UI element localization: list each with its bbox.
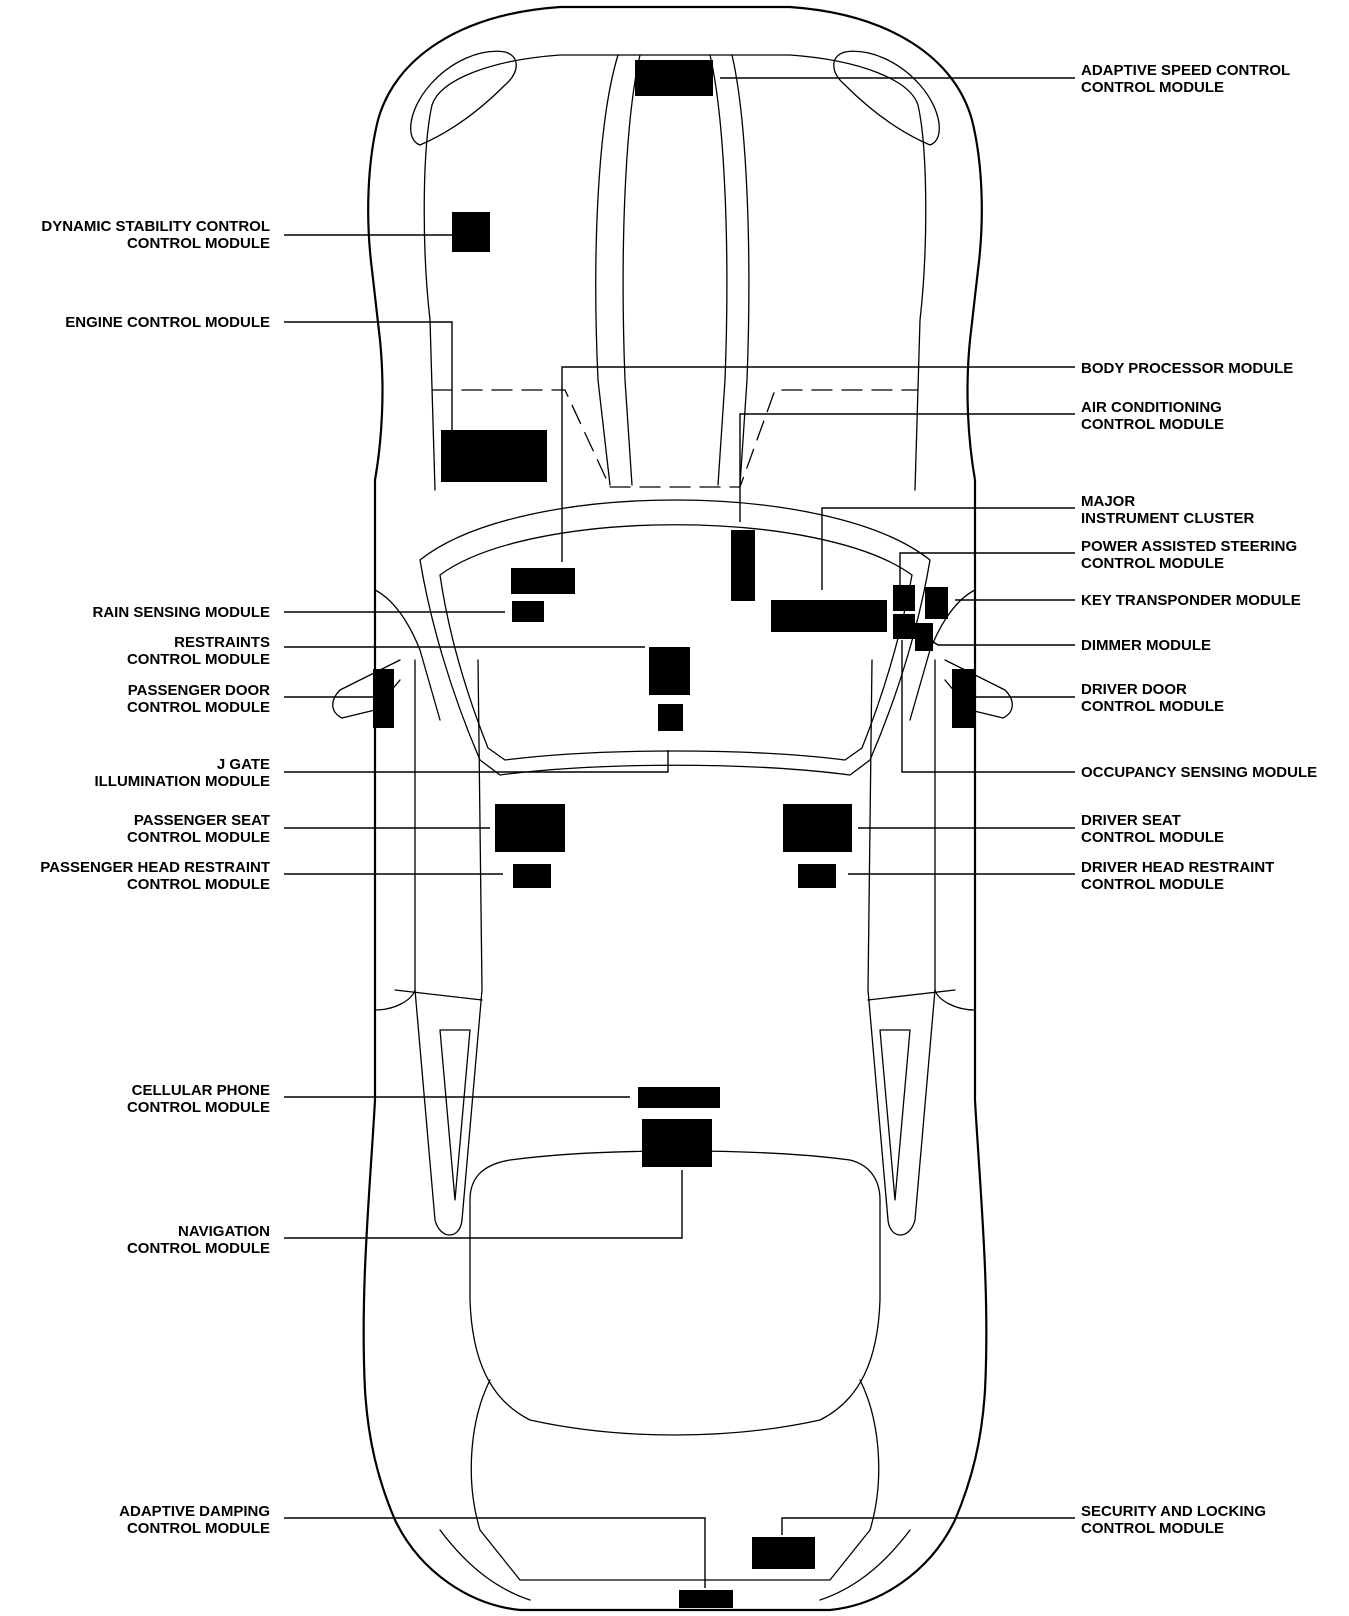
module-driver-door bbox=[952, 669, 974, 728]
module-dimmer bbox=[915, 623, 933, 651]
module-adaptive-speed bbox=[635, 60, 713, 96]
left-headlamp bbox=[410, 50, 517, 146]
module-passenger-door bbox=[373, 669, 394, 728]
label-occupancy-sensing: OCCUPANCY SENSING MODULE bbox=[1081, 764, 1318, 781]
module-cellular-phone bbox=[638, 1087, 720, 1108]
engine-bay-dashed bbox=[431, 389, 919, 488]
module-rain-sensing bbox=[512, 601, 544, 622]
leader-occupancy-sensing bbox=[901, 640, 1075, 773]
module-driver-head-restraint bbox=[798, 864, 836, 888]
module-dynamic-stability bbox=[452, 212, 490, 252]
car-body-outline bbox=[362, 5, 988, 1612]
leader-adaptive-damping bbox=[284, 1517, 706, 1588]
windscreen-outer bbox=[419, 499, 931, 776]
module-security-locking bbox=[752, 1537, 815, 1569]
label-key-transponder: KEY TRANSPONDER MODULE bbox=[1081, 592, 1301, 609]
windscreen-inner bbox=[439, 524, 913, 761]
module-power-steering bbox=[893, 585, 915, 611]
leader-navigation bbox=[284, 1170, 683, 1239]
module-driver-seat bbox=[783, 804, 852, 852]
leader-power-steering bbox=[899, 552, 1075, 585]
module-restraints bbox=[649, 647, 690, 695]
boot-lid bbox=[470, 1379, 880, 1581]
rear-window bbox=[469, 1150, 881, 1436]
label-dimmer: DIMMER MODULE bbox=[1081, 637, 1211, 654]
module-instrument-cluster bbox=[771, 600, 887, 632]
module-body-processor bbox=[511, 568, 575, 594]
leader-air-conditioning bbox=[739, 413, 1075, 522]
module-passenger-seat bbox=[495, 804, 565, 852]
leader-engine-control bbox=[284, 321, 453, 430]
leader-body-processor bbox=[561, 366, 1075, 562]
passenger-mirror bbox=[332, 659, 401, 719]
leader-instrument-cluster bbox=[821, 507, 1075, 590]
module-passenger-head-restraint bbox=[513, 864, 551, 888]
leader-j-gate bbox=[284, 750, 669, 773]
module-engine-control bbox=[441, 430, 547, 482]
driver-mirror bbox=[944, 659, 1013, 719]
label-rain-sensing: RAIN SENSING MODULE bbox=[92, 604, 270, 621]
label-body-processor: BODY PROCESSOR MODULE bbox=[1081, 360, 1294, 377]
module-key-transponder bbox=[925, 587, 948, 619]
module-occupancy-sensing bbox=[893, 614, 915, 639]
module-j-gate bbox=[658, 704, 683, 731]
module-navigation bbox=[642, 1119, 712, 1167]
module-air-conditioning bbox=[731, 530, 755, 601]
bonnet-outline bbox=[431, 54, 927, 491]
label-engine-control: ENGINE CONTROL MODULE bbox=[65, 314, 270, 331]
leader-dimmer bbox=[929, 639, 1075, 646]
right-headlamp bbox=[833, 50, 940, 146]
module-adaptive-damping bbox=[679, 1590, 733, 1608]
leader-security-locking bbox=[781, 1517, 1075, 1535]
